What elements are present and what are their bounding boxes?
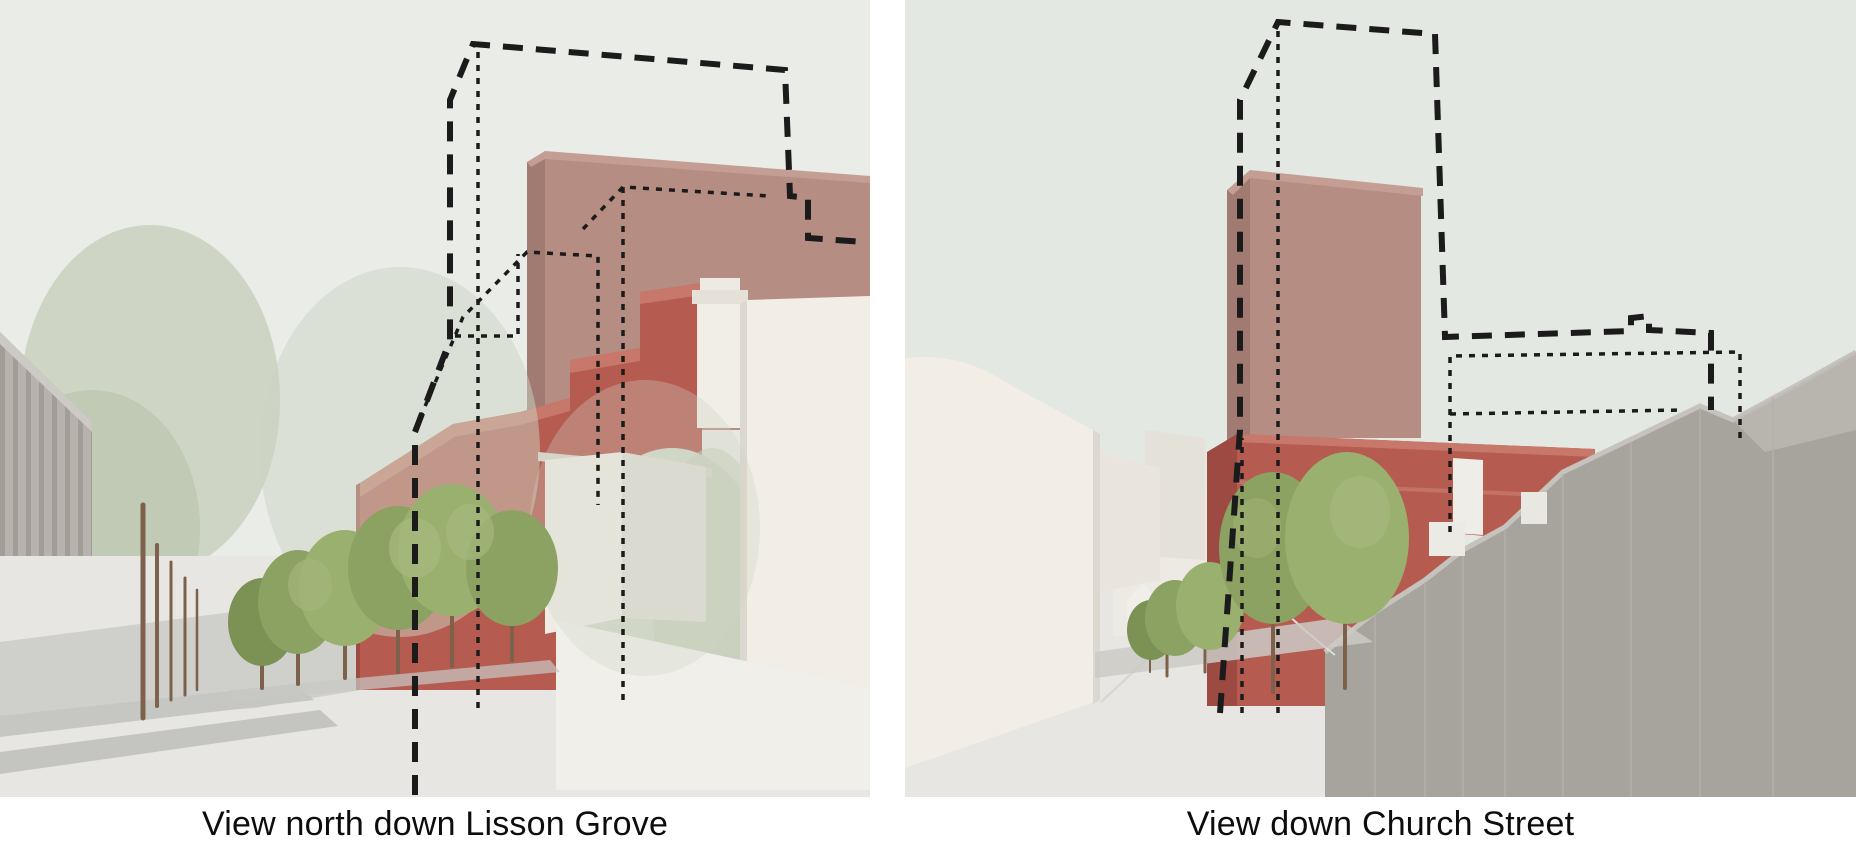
white-slab xyxy=(1453,458,1483,535)
church-and-cream-buildings xyxy=(538,278,870,790)
porch-left-face xyxy=(545,452,622,634)
gray-terraces xyxy=(1323,349,1856,797)
green-trees xyxy=(228,484,558,690)
church-street-illustration xyxy=(905,0,1856,797)
cream-foreground-building xyxy=(905,357,1160,768)
consented-outline-heavy xyxy=(1217,18,1714,714)
tall-cream-block xyxy=(747,296,870,790)
roof-chimney xyxy=(1429,522,1465,556)
caption-church-street: View down Church Street xyxy=(1186,805,1575,843)
cream-base xyxy=(556,620,870,790)
white-tower-cap xyxy=(692,290,748,304)
rose-side-face xyxy=(527,153,545,447)
consented-outline-heavy xyxy=(412,40,865,795)
porch-right-face xyxy=(622,452,706,622)
panel-lisson-grove: View north down Lisson Grove xyxy=(0,0,870,841)
tree-row-shadow xyxy=(230,660,560,702)
rose-front-face xyxy=(1250,172,1421,438)
rose-roof-edge xyxy=(527,151,870,183)
roof-chimney xyxy=(1521,492,1547,524)
panel-church-street: View down Church Street xyxy=(905,0,1856,841)
rose-roof-edge xyxy=(1227,170,1423,196)
white-tower xyxy=(697,300,743,428)
caption-lisson-grove: View north down Lisson Grove xyxy=(201,805,669,843)
scheme-outline-fine xyxy=(413,46,770,708)
green-trees xyxy=(1127,452,1409,694)
proposed-tower-rose xyxy=(1227,170,1423,452)
tree-trunks-left xyxy=(140,502,199,721)
lisson-grove-illustration xyxy=(0,0,870,797)
scheme-outline-fine xyxy=(1240,22,1742,713)
